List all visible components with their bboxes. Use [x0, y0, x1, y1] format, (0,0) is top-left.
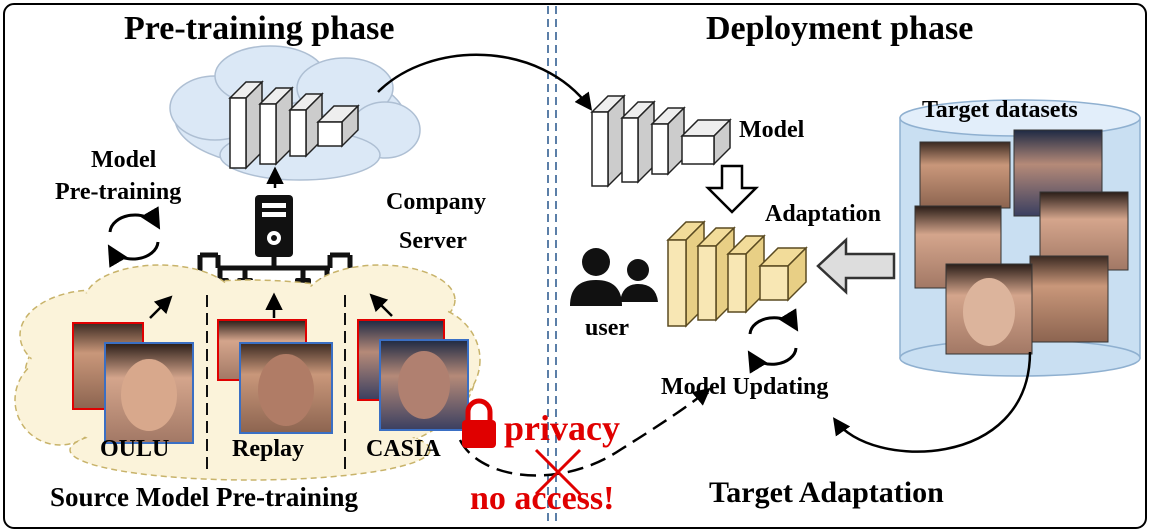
cycle-icon-left	[107, 206, 161, 268]
target-face-images	[914, 129, 1129, 355]
adaptation-down-arrow	[704, 164, 760, 214]
target-to-model-arrow	[816, 237, 896, 295]
deployment-phase-title: Deployment phase	[706, 10, 974, 47]
source-model-caption: Source Model Pre-training	[50, 482, 358, 512]
target-adaptation-arrow	[832, 351, 1032, 453]
pretraining-phase-title: Pre-training phase	[124, 10, 395, 47]
blocked-x-icon	[534, 448, 582, 496]
no-access-label: no access!	[470, 480, 615, 517]
lock-icon	[462, 398, 496, 448]
pretrained-model-icon	[228, 80, 360, 170]
model-label: Model	[739, 117, 805, 143]
dataset-label-replay: Replay	[232, 436, 304, 462]
user-label: user	[585, 315, 629, 341]
model-pretraining-label-line2: Pre-training	[55, 179, 182, 205]
model-pretraining-label-line1: Model	[91, 147, 157, 173]
adapted-model-icon	[666, 220, 808, 328]
cycle-icon-right	[747, 308, 799, 374]
company-server-label-line1: Company	[386, 189, 487, 215]
privacy-label: privacy	[504, 408, 620, 448]
adaptation-label: Adaptation	[765, 201, 882, 227]
user-icon	[570, 248, 658, 306]
arrow-cloud-to-model	[377, 53, 593, 111]
target-adaptation-label: Target Adaptation	[709, 476, 944, 509]
arrow-casia	[369, 293, 393, 317]
model-updating-label: Model Updating	[661, 374, 829, 400]
oulu-face-images	[72, 322, 194, 444]
dataset-label-oulu: OULU	[100, 436, 170, 462]
server-icon	[255, 195, 293, 257]
dataset-label-casia: CASIA	[366, 436, 441, 462]
target-datasets-label: Target datasets	[922, 97, 1078, 123]
deployed-model-icon	[590, 94, 732, 188]
arrow-oulu	[149, 295, 173, 319]
privacy-arrow	[458, 387, 711, 477]
phase-divider	[547, 6, 557, 526]
replay-face-images	[217, 319, 333, 434]
casia-face-images	[357, 319, 469, 431]
company-server-label-line2: Server	[399, 228, 467, 254]
